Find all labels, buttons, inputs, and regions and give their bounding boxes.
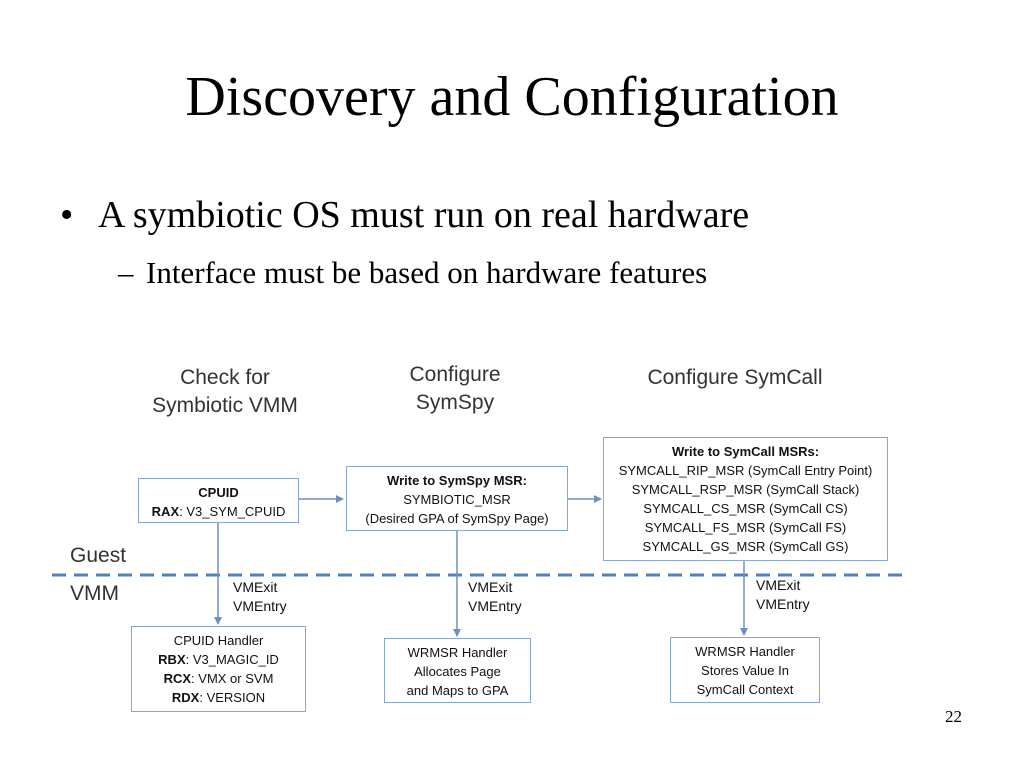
vmexit-label: VMExit	[468, 579, 513, 595]
symcall-msrs-box: Write to SymCall MSRs: SYMCALL_RIP_MSR (…	[603, 437, 888, 561]
box-line: WRMSR Handler	[407, 645, 508, 660]
box-line: RAX: V3_SYM_CPUID	[139, 502, 298, 521]
box-line: SYMBIOTIC_MSR	[403, 492, 511, 507]
guest-label: Guest	[70, 544, 127, 567]
register-name: RAX	[151, 504, 180, 519]
box-line: RBX: V3_MAGIC_ID	[132, 650, 305, 669]
register-value: : V3_SYM_CPUID	[179, 504, 286, 519]
symspy-msr-box: Write to SymSpy MSR: SYMBIOTIC_MSR (Desi…	[346, 466, 568, 531]
vmexit-label: VMExit	[756, 577, 801, 593]
bullet-item: • A symbiotic OS must run on real hardwar…	[60, 192, 749, 238]
subbullet-item: –Interface must be based on hardware fea…	[118, 253, 707, 293]
box-line: Write to SymSpy MSR:	[347, 471, 567, 490]
page-number: 22	[945, 707, 962, 726]
box-line: Allocates Page	[414, 664, 501, 679]
box-line: SYMCALL_FS_MSR (SymCall FS)	[644, 520, 847, 535]
box-line: SymCall Context	[696, 682, 794, 697]
heading-configure-symcall: Configure SymCall	[610, 364, 860, 392]
heading-line: Configure	[409, 363, 501, 386]
heading-configure-symspy: Configure SymSpy	[370, 361, 540, 417]
register-name: RDX	[171, 690, 200, 705]
box-line: CPUID	[139, 483, 298, 502]
vmentry-label: VMEntry	[756, 596, 810, 612]
box-title: CPUID	[198, 485, 239, 500]
bullet-text: A symbiotic OS must run on real hardware	[98, 194, 750, 236]
register-value: : V3_MAGIC_ID	[185, 652, 279, 667]
heading-check-symbiotic-vmm: Check for Symbiotic VMM	[120, 364, 330, 420]
register-value: : VMX or SVM	[191, 671, 274, 686]
box-line: RCX: VMX or SVM	[132, 669, 305, 688]
subbullet-dash: –	[118, 255, 134, 290]
subbullet-text: Interface must be based on hardware feat…	[146, 255, 708, 290]
box-line: Stores Value In	[701, 663, 789, 678]
vmm-label: VMM	[70, 582, 119, 605]
transition-labels-symcall: VMExit VMEntry	[756, 576, 810, 614]
slide-title: Discovery and Configuration	[185, 66, 839, 128]
box-line: SYMCALL_CS_MSR (SymCall CS)	[643, 501, 848, 516]
bullet-dot: •	[60, 194, 74, 236]
box-line: Write to SymCall MSRs:	[604, 442, 887, 461]
vmentry-label: VMEntry	[468, 598, 522, 614]
heading-line: Configure SymCall	[647, 366, 823, 389]
heading-line: SymSpy	[415, 391, 495, 414]
transition-labels-cpuid: VMExit VMEntry	[233, 578, 287, 616]
cpuid-handler-box: CPUID Handler RBX: V3_MAGIC_ID RCX: VMX …	[131, 626, 306, 712]
vmentry-label: VMEntry	[233, 598, 287, 614]
box-line: SYMCALL_RIP_MSR (SymCall Entry Point)	[618, 463, 873, 478]
box-title: Write to SymCall MSRs:	[671, 444, 820, 459]
box-title: CPUID Handler	[173, 633, 264, 648]
box-title: Write to SymSpy MSR:	[387, 473, 527, 488]
register-name: RCX	[163, 671, 192, 686]
box-line: (Desired GPA of SymSpy Page)	[365, 511, 549, 526]
vmexit-label: VMExit	[233, 579, 278, 595]
transition-labels-symspy: VMExit VMEntry	[468, 578, 522, 616]
register-value: : VERSION	[199, 690, 266, 705]
register-name: RBX	[158, 652, 186, 667]
box-line: WRMSR Handler	[695, 644, 795, 659]
wrmsr-symcall-handler-box: WRMSR Handler Stores Value In SymCall Co…	[670, 637, 820, 703]
heading-line: Check for	[180, 366, 270, 389]
box-line: RDX: VERSION	[132, 688, 305, 707]
box-line: and Maps to GPA	[406, 683, 509, 698]
box-line: SYMCALL_GS_MSR (SymCall GS)	[642, 539, 849, 554]
heading-line: Symbiotic VMM	[152, 394, 298, 417]
box-line: SYMCALL_RSP_MSR (SymCall Stack)	[631, 482, 860, 497]
cpuid-box: CPUID RAX: V3_SYM_CPUID	[138, 478, 299, 523]
wrmsr-symspy-handler-box: WRMSR Handler Allocates Page and Maps to…	[384, 638, 531, 703]
